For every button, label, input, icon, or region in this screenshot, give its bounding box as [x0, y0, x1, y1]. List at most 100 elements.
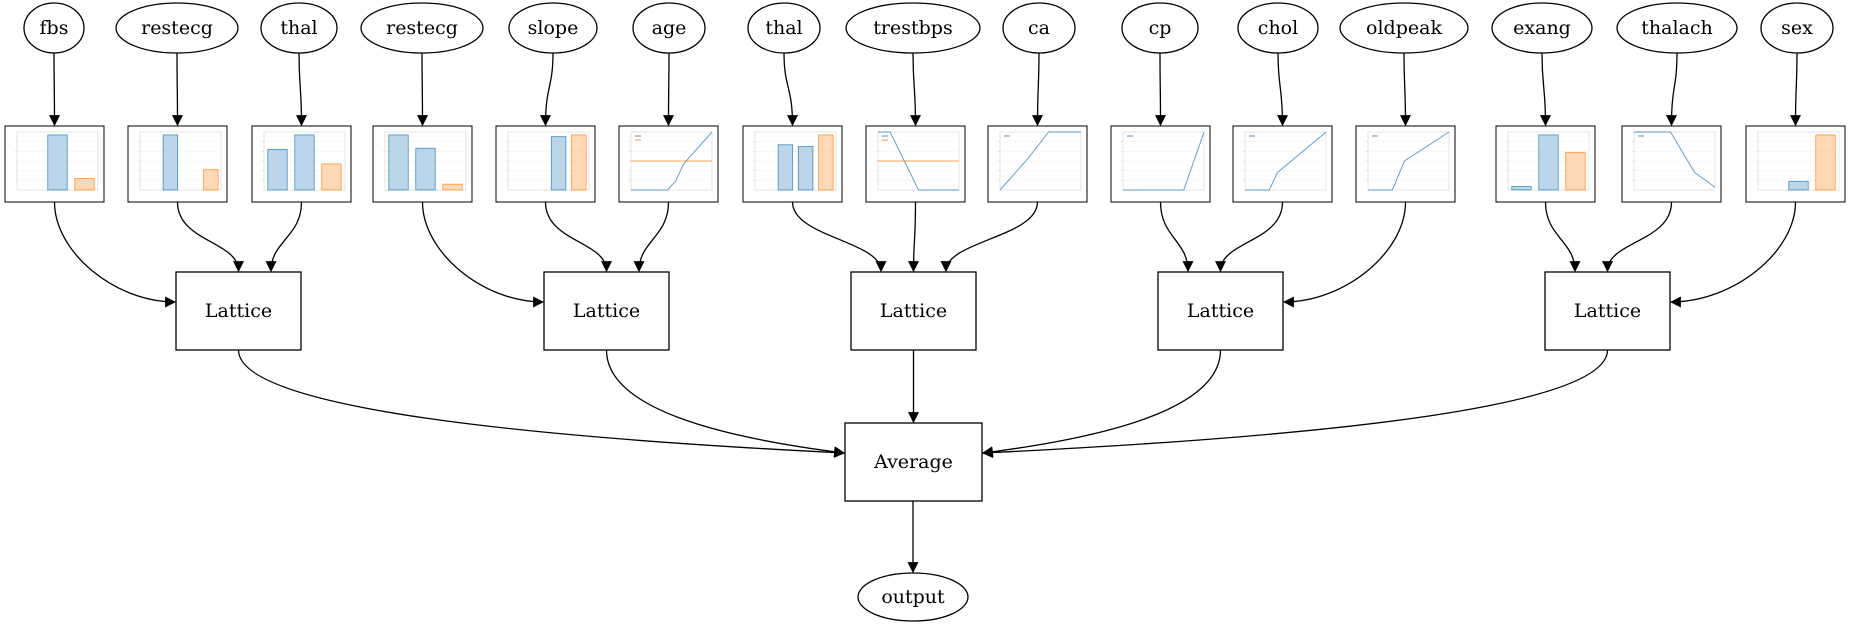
input-node-label: ca: [1028, 17, 1050, 39]
calibrator-plot-0: [4, 125, 105, 203]
calibrator-line-blue: [1123, 131, 1205, 191]
lattice-node-border: [1157, 271, 1284, 351]
edge-lattice-to-average: [237, 349, 846, 459]
calibrator-bar: [321, 163, 342, 191]
calibrator-plot-13: [1621, 125, 1722, 203]
input-node-thalach: thalach: [1616, 2, 1738, 54]
input-node-label: restecg: [386, 17, 458, 39]
calibrator-line-blue: [878, 131, 959, 191]
calibrator-bar: [442, 183, 463, 191]
edge-calibrator-to-lattice: [265, 201, 303, 273]
calibrator-bar: [267, 148, 288, 191]
lattice-node-2: Lattice: [543, 271, 670, 351]
calibrator-line-blue: [999, 131, 1081, 191]
input-node-cp: cp: [1121, 2, 1199, 54]
calibrator-plot-11: [1355, 125, 1456, 203]
edge-input-to-calibrator: [783, 52, 798, 127]
input-node-border: [260, 2, 338, 54]
input-node-border: [508, 2, 598, 54]
calibrator-bar: [818, 134, 834, 191]
edge-calibrator-to-lattice: [791, 201, 887, 273]
edge-input-to-calibrator: [1276, 52, 1288, 127]
edge-input-to-calibrator: [295, 52, 307, 127]
edge-input-to-calibrator: [540, 52, 554, 127]
input-node-border: [1002, 2, 1076, 54]
output-node-border: [857, 572, 969, 622]
edge-input-to-calibrator: [1539, 52, 1551, 127]
edge-input-to-calibrator: [416, 52, 428, 127]
calibrator-frame: [987, 125, 1088, 203]
edge-calibrator-to-lattice: [908, 201, 920, 273]
input-node-border: [1491, 2, 1593, 54]
calibrator-plot-9: [1110, 125, 1211, 203]
edge-calibrator-to-lattice: [1602, 201, 1673, 273]
edge-calibrator-to-lattice: [53, 201, 177, 308]
input-node-label: thal: [765, 17, 802, 39]
calibrator-frame: [1232, 125, 1333, 203]
edge-calibrator-to-lattice: [1159, 201, 1194, 273]
input-node-border: [1121, 2, 1199, 54]
calibrator-bar: [203, 169, 219, 191]
calibrator-frame: [1745, 125, 1846, 203]
input-node-border: [1616, 2, 1738, 54]
input-node-label: trestbps: [873, 17, 952, 39]
calibrator-bar: [1815, 134, 1836, 191]
lattice-node-border: [543, 271, 670, 351]
input-node-label: thalach: [1641, 17, 1712, 39]
calibrator-plot-12: [1495, 125, 1596, 203]
calibrator-bar: [1788, 180, 1809, 191]
lattice-node-5: Lattice: [1544, 271, 1671, 351]
input-node-border: [360, 2, 484, 54]
calibrator-frame: [618, 125, 719, 203]
input-node-label: sex: [1781, 17, 1813, 39]
edge-lattice-to-average: [981, 349, 1222, 458]
calibrator-frame: [1110, 125, 1211, 203]
lattice-node-label: Lattice: [205, 300, 272, 322]
calibrator-plot-14: [1745, 125, 1846, 203]
calibrator-bar: [797, 146, 814, 191]
calibrator-line-blue: [1368, 131, 1450, 191]
calibrator-bar: [1565, 151, 1586, 191]
calibrator-plot-2: [251, 125, 352, 203]
edge-calibrator-to-lattice: [1544, 201, 1581, 273]
input-node-chol: chol: [1237, 2, 1319, 54]
lattice-node-border: [850, 271, 977, 351]
calibrator-plot-8: [987, 125, 1088, 203]
input-node-label: exang: [1513, 17, 1571, 39]
calibrator-plot-1: [127, 125, 228, 203]
input-node-trestbps: trestbps: [845, 2, 981, 54]
calibrator-frame: [495, 125, 596, 203]
input-node-border: [747, 2, 821, 54]
input-node-restecg: restecg: [360, 2, 484, 54]
input-node-exang: exang: [1491, 2, 1593, 54]
lattice-node-border: [175, 271, 302, 351]
edge-calibrator-to-lattice: [940, 201, 1039, 273]
calibrator-bar: [415, 147, 436, 191]
input-node-border: [632, 2, 706, 54]
input-node-label: age: [652, 17, 687, 39]
input-node-border: [1237, 2, 1319, 54]
calibrator-bar: [47, 134, 68, 191]
input-node-label: fbs: [40, 17, 69, 39]
edge-input-to-calibrator: [1032, 52, 1044, 127]
lattice-node-label: Lattice: [1574, 300, 1641, 322]
edge-calibrator-to-lattice: [1282, 201, 1407, 308]
calibrator-frame: [372, 125, 473, 203]
calibrator-line-blue: [1634, 131, 1716, 188]
edge-input-to-calibrator: [1790, 52, 1802, 127]
input-node-age: age: [632, 2, 706, 54]
calibrator-bar: [162, 134, 179, 191]
calibrator-plot-6: [742, 125, 843, 203]
calibrator-plot-7: [865, 125, 966, 203]
lattice-node-label: Lattice: [1187, 300, 1254, 322]
input-node-label: oldpeak: [1366, 17, 1442, 39]
edge-calibrator-to-lattice: [176, 201, 244, 273]
input-node-label: thal: [280, 17, 317, 39]
calibrator-line-blue: [1245, 131, 1327, 191]
input-node-label: cp: [1149, 17, 1172, 39]
edge-calibrator-to-lattice: [421, 201, 545, 308]
lattice-node-3: Lattice: [850, 271, 977, 351]
edge-lattice-to-average: [605, 349, 846, 458]
lattice-node-border: [1544, 271, 1671, 351]
